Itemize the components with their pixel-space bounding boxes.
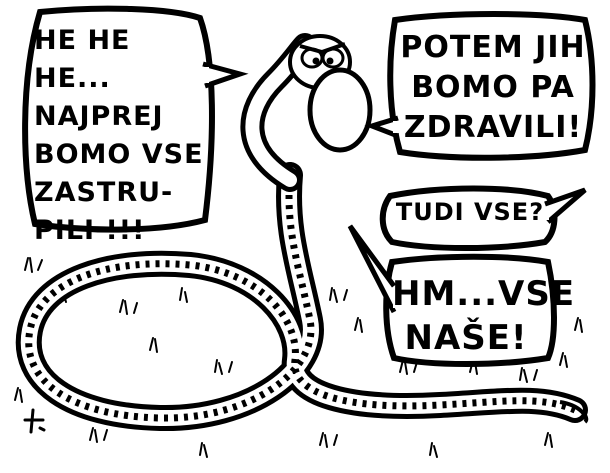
speech-text-3: TUDI VSE? [395, 198, 545, 226]
speech-bubble-2 [364, 11, 596, 161]
snake [15, 33, 589, 432]
speech-text-4: HM...VSE NAŠE! [392, 274, 576, 358]
speech-bubble-3 [379, 185, 587, 251]
speech-bubble-1 [22, 5, 249, 233]
speech-text-1: HE HE HE... NAJPREJ BOMO VSE ZASTRU- PIL… [34, 25, 204, 246]
speech-bubble-4 [347, 224, 557, 367]
speech-text-2: POTEM JIH BOMO PA ZDRAVILI! [400, 30, 586, 145]
signature-mark [23, 408, 46, 434]
